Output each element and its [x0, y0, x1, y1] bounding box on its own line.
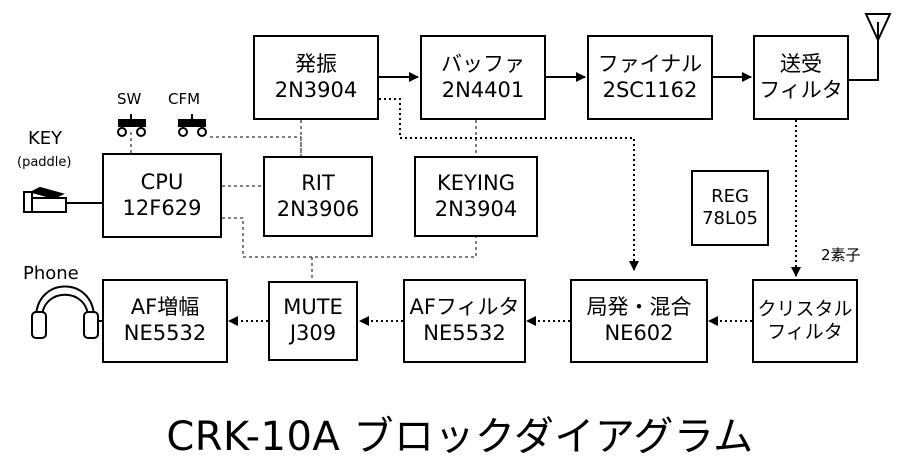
block-label: 発振	[295, 51, 337, 76]
block-part: NE5532	[423, 321, 506, 345]
block-label: RIT	[301, 170, 335, 195]
block-label: ファイナル	[597, 51, 703, 76]
phone-label: Phone	[23, 263, 79, 284]
block-label: AF増幅	[130, 295, 200, 320]
block-label: クリスタル	[757, 297, 853, 320]
cfm-label: CFM	[168, 90, 201, 108]
af-amp-block: AF増幅 NE5532	[102, 279, 228, 363]
antenna-icon	[849, 13, 892, 81]
block-part: J309	[289, 321, 337, 345]
cpu-block: CPU 12F629	[102, 153, 222, 238]
block-part: 2N3904	[274, 77, 358, 102]
af-filter-block: AFフィルタ NE5532	[403, 279, 526, 363]
block-label: 局発・混合	[586, 295, 692, 320]
two-element-label: 2素子	[821, 246, 861, 264]
buffer-block: バッファ 2N4401	[420, 35, 546, 120]
diagram-title: CRK-10A ブロックダイアグラム	[166, 414, 754, 460]
block-part: 2N3904	[434, 196, 518, 221]
txrx-filter-block: 送受 フィルタ	[753, 35, 849, 120]
rit-block: RIT 2N3906	[263, 156, 373, 237]
headphones-icon	[31, 285, 102, 339]
sw-label: SW	[117, 90, 142, 108]
block-part: NE5532	[123, 321, 207, 345]
mute-block: MUTE J309	[268, 281, 358, 361]
mixer-block: 局発・混合 NE602	[570, 279, 708, 363]
paddle-key-icon	[23, 186, 102, 213]
block-part: フィルタ	[767, 321, 843, 343]
block-part: フィルタ	[759, 77, 843, 102]
block-part: 2N3906	[276, 196, 360, 221]
regulator-block: REG 78L05	[691, 170, 769, 246]
block-label: CPU	[140, 169, 184, 194]
push-switch-icon	[117, 114, 146, 137]
block-label: REG	[711, 186, 749, 208]
block-label: バッファ	[441, 51, 525, 76]
block-part: 2SC1162	[602, 77, 698, 102]
dotted-osc-to-mixer	[379, 98, 639, 271]
crystal-filter-block: クリスタル フィルタ	[752, 279, 858, 363]
block-label: MUTE	[283, 295, 343, 320]
oscillator-block: 発振 2N3904	[253, 35, 379, 120]
block-label: 送受	[780, 51, 822, 76]
block-part: 12F629	[122, 195, 202, 220]
block-label: KEYING	[436, 170, 516, 195]
push-switch-icon	[178, 114, 207, 137]
ctrl-cpu-mute	[222, 217, 477, 258]
block-part: 2N4401	[441, 77, 525, 102]
block-part: 78L05	[702, 208, 758, 229]
paddle-label: (paddle)	[17, 155, 72, 170]
block-part: NE602	[604, 321, 674, 345]
final-block: ファイナル 2SC1162	[587, 35, 713, 120]
key-label: KEY	[28, 128, 63, 149]
block-label: AFフィルタ	[409, 295, 520, 320]
keying-block: KEYING 2N3904	[414, 156, 538, 237]
ctrl-cfm-rit	[210, 136, 302, 156]
